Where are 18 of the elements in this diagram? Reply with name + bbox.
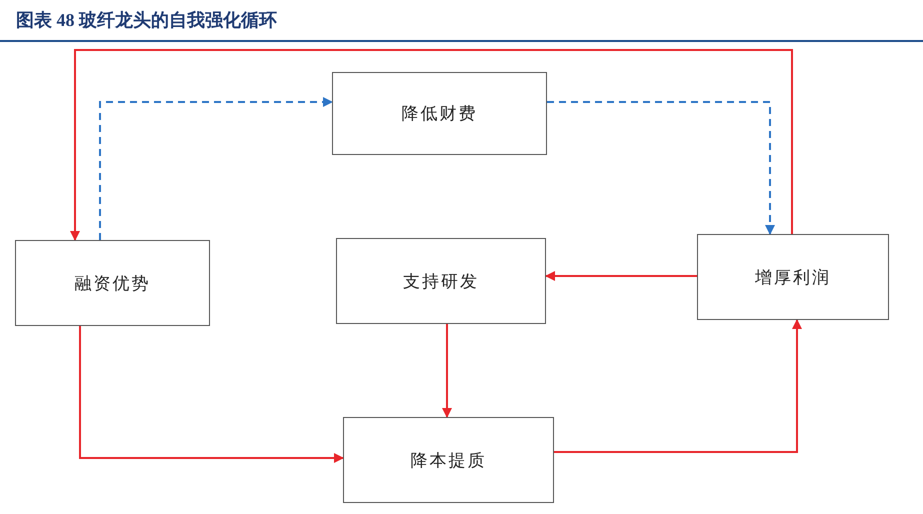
figure-title: 图表 48 玻纤龙头的自我强化循环 (16, 9, 277, 32)
arrow (79, 326, 344, 463)
process-box (336, 238, 546, 324)
box-label: 增厚利润 (755, 266, 831, 288)
arrow (545, 271, 697, 281)
arrow (70, 49, 793, 241)
process-box (697, 234, 889, 320)
arrow (547, 101, 775, 235)
process-box (332, 72, 547, 155)
box-label: 降低财费 (402, 103, 478, 125)
arrow (554, 319, 802, 453)
box-label: 融资优势 (74, 272, 150, 294)
process-box (343, 417, 554, 503)
box-label: 支持研发 (403, 270, 479, 292)
box-label: 降本提质 (410, 450, 486, 472)
arrow (99, 97, 333, 240)
process-box (15, 240, 210, 326)
arrow (442, 324, 452, 418)
